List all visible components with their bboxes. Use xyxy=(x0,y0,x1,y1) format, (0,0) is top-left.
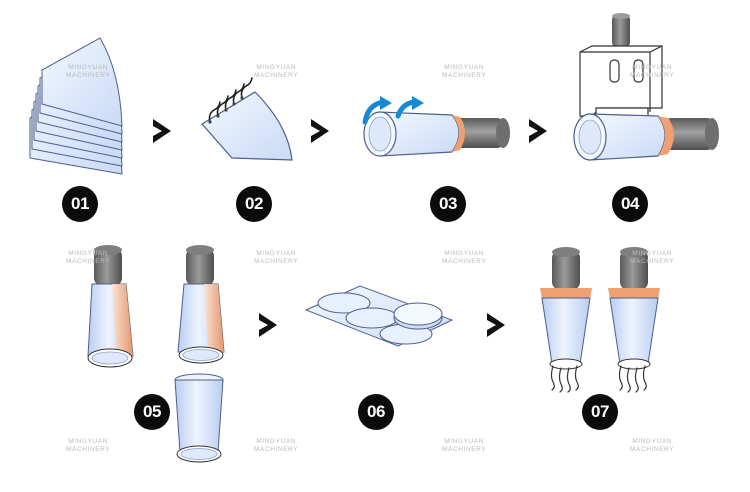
step-number-badge: 03 xyxy=(430,186,466,222)
step-01-film-sheets-illustration xyxy=(29,37,123,175)
step-number-badge: 02 xyxy=(236,186,272,222)
step-06-disc-cutting-illustration xyxy=(304,285,454,347)
chevron-right-icon xyxy=(153,119,171,143)
chevron-right-icon xyxy=(311,119,329,143)
step-02-cut-sheet-illustration xyxy=(201,77,293,161)
step-number-badge: 04 xyxy=(612,186,648,222)
step-number-badge: 06 xyxy=(358,394,394,430)
step-number-badge: 01 xyxy=(62,186,98,222)
chevron-right-icon xyxy=(487,313,505,337)
step-04-welding-illustration xyxy=(573,13,719,161)
step-number-badge: 05 xyxy=(134,394,170,430)
step-03-rolling-illustration xyxy=(362,96,510,157)
step-05-cone-forming-illustration xyxy=(87,245,225,463)
chevron-right-icon xyxy=(529,119,547,143)
chevron-right-icon xyxy=(259,313,277,337)
step-07-finished-bags-illustration xyxy=(540,247,660,393)
step-number-badge: 07 xyxy=(582,394,618,430)
